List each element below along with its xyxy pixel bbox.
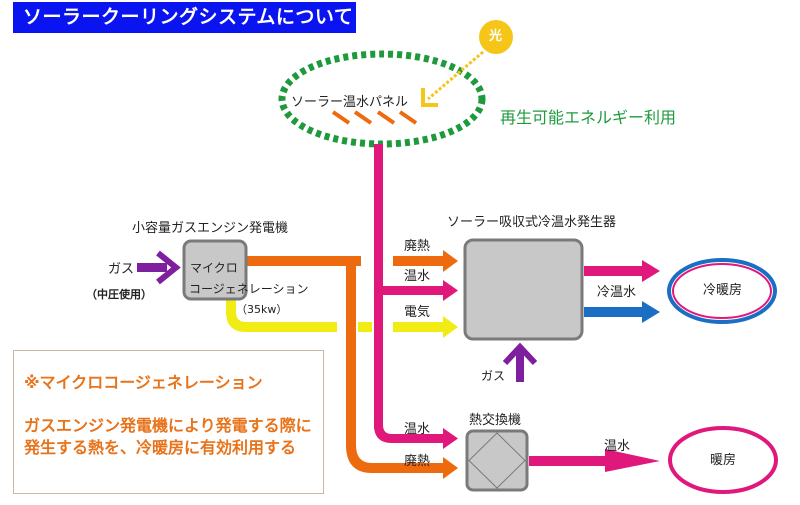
electricity-pipe-segment (358, 322, 372, 332)
heat-exchanger-in-waste-heat-label: 廃熱 (404, 454, 431, 469)
hvac-zone-inner-ring (672, 263, 772, 319)
solar-panel-label: ソーラー温水パネル (291, 95, 409, 110)
chiller-in-electricity-label: 電気 (404, 305, 431, 320)
cogen-gas-note: （中圧使用） (86, 288, 152, 301)
waste-heat-pipe-horizontal (247, 256, 361, 266)
cold-hot-water-supply-pipe (584, 266, 644, 276)
heating-label: 暖房 (710, 453, 737, 468)
gas-pipe-to-cogen (137, 263, 167, 272)
note-body: ガスエンジン発電機により発電する際に発生する熱を、冷暖房に有効利用する (24, 416, 312, 457)
cogen-capacity: （35kw） (236, 303, 288, 316)
waste-heat-pipe-to-exchanger (346, 445, 445, 473)
cogen-box-line2: コージェネレーション (189, 282, 309, 296)
hot-water-branch-to-chiller (383, 286, 445, 295)
heating-zone (668, 426, 778, 494)
electricity-branch-to-chiller (393, 322, 445, 332)
cogen-box-line1: マイクロ (190, 261, 238, 275)
chiller-out-label: 冷温水 (597, 285, 637, 300)
chiller-heading: ソーラー吸収式冷温水発生器 (447, 215, 617, 230)
sun-label: 光 (489, 29, 503, 44)
chiller-gas-label: ガス (481, 369, 506, 383)
gas-arrowhead-to-cogen (156, 250, 181, 285)
cogeneration-unit (182, 239, 248, 301)
gas-arrowhead-to-chiller (502, 342, 538, 366)
cogen-heading: 小容量ガスエンジン発電機 (132, 221, 289, 236)
heating-hot-water-arrow (605, 449, 660, 472)
absorption-chiller-unit (463, 238, 584, 341)
sunlight-arrowhead (421, 88, 438, 107)
waste-heat-pipe-vertical (346, 266, 356, 446)
heat-exchanger-heading: 熱交換機 (469, 413, 522, 428)
electricity-arrow-to-chiller (443, 316, 458, 338)
waste-heat-arrow-to-chiller (443, 250, 458, 272)
chiller-in-hot-water-label: 温水 (404, 269, 431, 284)
cogen-gas-label: ガス (108, 262, 135, 277)
heat-exchanger-out-label: 温水 (604, 439, 631, 454)
sun-icon (479, 20, 513, 54)
hot-water-pipe-to-exchanger (374, 425, 445, 443)
solar-panel-strips (331, 110, 418, 125)
gas-pipe-to-chiller (516, 350, 524, 382)
renewable-energy-label: 再生可能エネルギー利用 (500, 108, 677, 127)
hot-water-arrow-to-exchanger (443, 428, 458, 449)
chiller-in-waste-heat-label: 廃熱 (404, 239, 431, 254)
hot-water-main-pipe (374, 144, 383, 429)
waste-heat-branch-to-chiller (393, 256, 445, 266)
cold-hot-water-return-arrow (642, 301, 660, 323)
electricity-pipe (226, 298, 337, 332)
heat-exchanger-diamond (468, 432, 526, 489)
heat-exchanger-unit (465, 429, 529, 492)
page-title: ソーラークーリングシステムについて (13, 2, 356, 33)
micro-cogeneration-note: ※マイクロコージェネレーション ガスエンジン発電機により発電する際に発生する熱を… (13, 350, 324, 494)
note-title: ※マイクロコージェネレーション (24, 373, 263, 392)
heat-exchanger-in-hot-water-label: 温水 (404, 422, 431, 437)
waste-heat-arrow-to-exchanger (443, 457, 458, 479)
sunlight-ray (427, 50, 484, 101)
hot-water-arrow-to-chiller (443, 280, 458, 301)
heating-hot-water-pipe (529, 456, 607, 466)
cold-hot-water-supply-arrow (642, 260, 660, 282)
cold-hot-water-return-pipe (584, 307, 644, 317)
hvac-zone (667, 258, 777, 324)
hvac-label: 冷暖房 (703, 283, 743, 298)
